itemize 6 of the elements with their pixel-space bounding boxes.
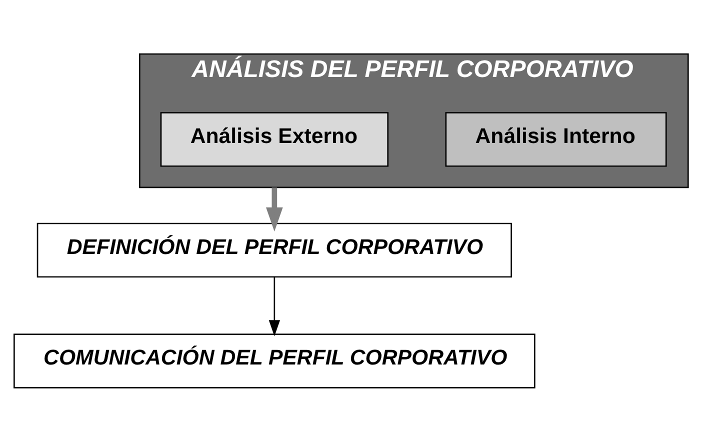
arrow [268,277,280,336]
node-box: Análisis Externo [160,112,389,167]
node-box: COMUNICACIÓN DEL PERFIL CORPORATIVO [14,334,536,388]
node-box: Análisis Interno [445,112,667,167]
arrow [266,187,283,232]
node-box: DEFINICIÓN DEL PERFIL CORPORATIVO [36,222,512,278]
